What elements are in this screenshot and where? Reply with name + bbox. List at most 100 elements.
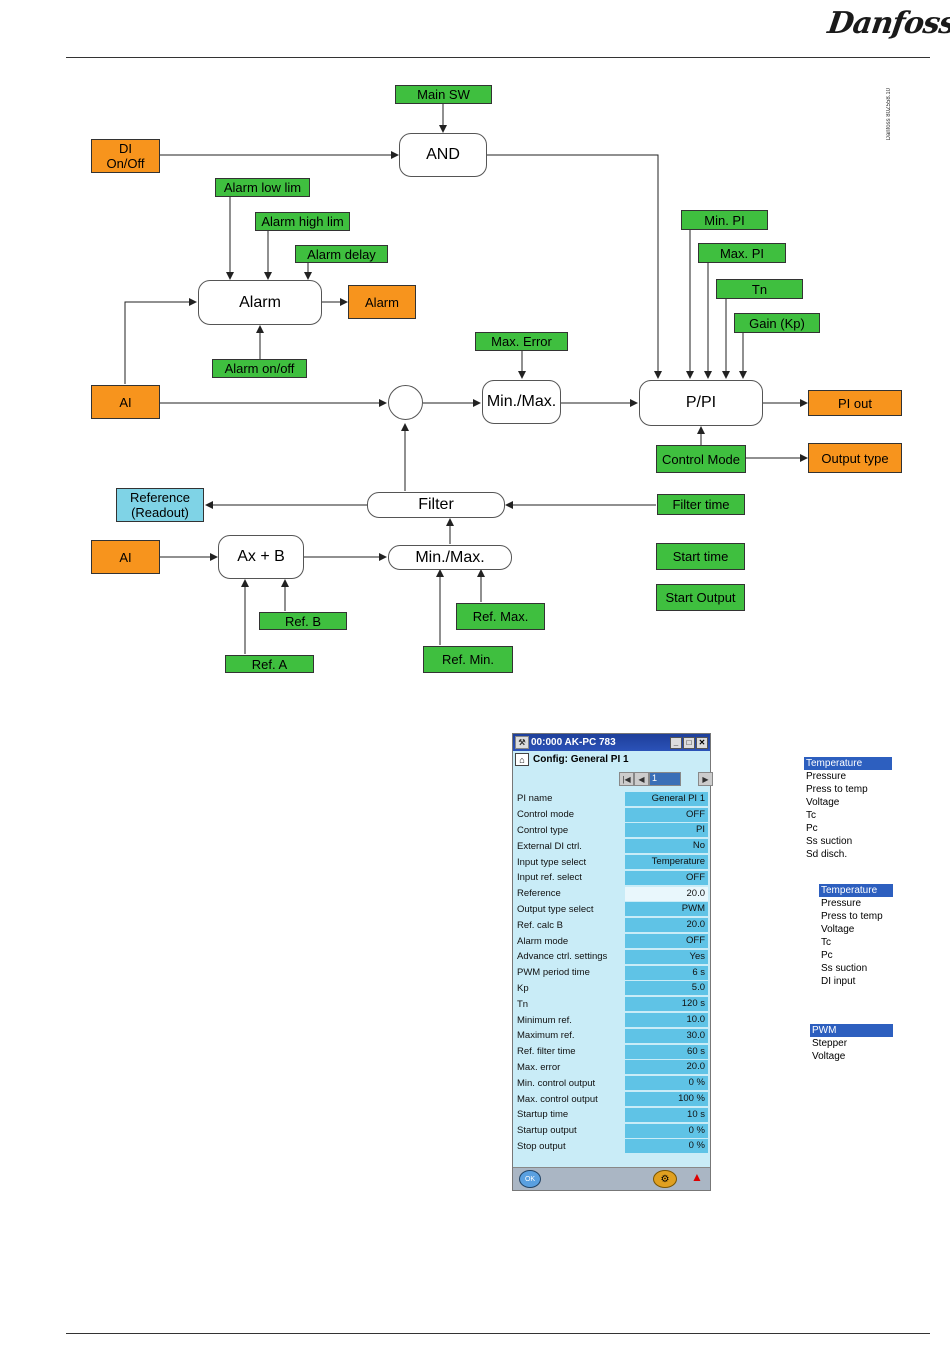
option-item[interactable]: Voltage: [812, 1051, 846, 1062]
parameter-value[interactable]: Yes: [625, 949, 708, 964]
ref-a-box: Ref. A: [225, 655, 314, 673]
option-item[interactable]: Tc: [821, 937, 831, 948]
parameter-value[interactable]: 0 %: [625, 1123, 708, 1138]
parameter-label: Min. control output: [517, 1077, 596, 1089]
option-item[interactable]: Temperature: [804, 757, 892, 770]
config-header: ⌂ Config: General PI 1: [513, 751, 710, 768]
prev-page-button[interactable]: ◀: [634, 772, 649, 786]
tool-icon[interactable]: ⚒: [515, 736, 529, 749]
option-item[interactable]: Stepper: [812, 1038, 848, 1049]
parameter-value[interactable]: PWM: [625, 902, 708, 917]
parameter-row[interactable]: Min. control output 0 %: [515, 1075, 708, 1091]
option-item[interactable]: Pressure: [821, 898, 862, 909]
option-item[interactable]: DI input: [821, 976, 856, 987]
option-item[interactable]: Pressure: [806, 771, 847, 782]
parameter-label: Stop output: [517, 1140, 566, 1152]
next-page-button[interactable]: ▶: [698, 772, 713, 786]
parameter-value[interactable]: 120 s: [625, 997, 708, 1012]
parameter-label: Input ref. select: [517, 872, 582, 884]
window-title: 00:000 AK-PC 783: [531, 737, 616, 748]
parameter-value[interactable]: 30.0: [625, 1028, 708, 1043]
parameter-value[interactable]: 6 s: [625, 965, 708, 980]
spacer: [681, 772, 698, 786]
maximize-button[interactable]: □: [683, 736, 695, 749]
parameter-row[interactable]: Input type select Temperature: [515, 854, 708, 870]
parameter-row[interactable]: Minimum ref. 10.0: [515, 1012, 708, 1028]
parameter-value[interactable]: PI: [625, 823, 708, 838]
wrench-icon[interactable]: ⚙: [653, 1170, 677, 1188]
close-button[interactable]: ✕: [696, 736, 708, 749]
parameter-value[interactable]: 0 %: [625, 1139, 708, 1154]
parameter-row[interactable]: Max. control output 100 %: [515, 1091, 708, 1107]
alarm-bell-icon[interactable]: ▲: [691, 1170, 703, 1184]
parameter-value[interactable]: 10.0: [625, 1013, 708, 1028]
option-item[interactable]: Pc: [821, 950, 833, 961]
option-item[interactable]: Pc: [806, 823, 818, 834]
page-field[interactable]: 1: [649, 772, 681, 786]
parameter-label: Control type: [517, 824, 569, 836]
parameter-row[interactable]: Stop output 0 %: [515, 1139, 708, 1155]
parameter-value[interactable]: No: [625, 839, 708, 854]
parameter-value[interactable]: 20.0: [625, 918, 708, 933]
parameter-value[interactable]: 0 %: [625, 1076, 708, 1091]
ref-max-box: Ref. Max.: [456, 603, 545, 630]
min-max-2-node: Min./Max.: [388, 545, 512, 570]
parameter-row[interactable]: Input ref. select OFF: [515, 870, 708, 886]
option-item[interactable]: Sd disch.: [806, 849, 848, 860]
parameter-value[interactable]: 100 %: [625, 1092, 708, 1107]
parameter-label: Max. control output: [517, 1093, 598, 1105]
alarm-node: Alarm: [198, 280, 322, 325]
parameter-value[interactable]: 20.0: [625, 1060, 708, 1075]
ai-input-box: AI: [91, 385, 160, 419]
ok-button[interactable]: OK: [519, 1170, 541, 1188]
option-item[interactable]: Ss suction: [821, 963, 868, 974]
option-item[interactable]: Tc: [806, 810, 816, 821]
main-sw-box: Main SW: [395, 85, 492, 104]
option-item[interactable]: Press to temp: [821, 911, 883, 922]
parameter-value[interactable]: OFF: [625, 870, 708, 885]
parameter-value[interactable]: 10 s: [625, 1107, 708, 1122]
option-item[interactable]: PWM: [810, 1024, 893, 1037]
parameter-label: Control mode: [517, 809, 575, 821]
filter-node: Filter: [367, 492, 505, 518]
parameter-label: Input type select: [517, 856, 587, 868]
parameter-row[interactable]: Maximum ref.30.0: [515, 1028, 708, 1044]
parameter-value[interactable]: 20.0: [625, 886, 708, 901]
summing-junction: [388, 385, 423, 420]
minimize-button[interactable]: _: [670, 736, 682, 749]
parameter-value[interactable]: General PI 1: [625, 791, 708, 806]
config-title: Config: General PI 1: [533, 754, 629, 765]
first-page-button[interactable]: |◀: [619, 772, 634, 786]
option-item[interactable]: Voltage: [821, 924, 855, 935]
option-item[interactable]: Voltage: [806, 797, 840, 808]
home-icon[interactable]: ⌂: [515, 753, 529, 766]
option-item[interactable]: Ss suction: [806, 836, 853, 847]
parameter-row[interactable]: Control mode OFF: [515, 807, 708, 823]
parameter-label: Minimum ref.: [517, 1014, 572, 1026]
parameter-value[interactable]: OFF: [625, 807, 708, 822]
ax-plus-b-node: Ax + B: [218, 535, 304, 579]
option-item[interactable]: Press to temp: [806, 784, 868, 795]
option-item[interactable]: Temperature: [819, 884, 893, 897]
parameter-value[interactable]: Temperature: [625, 855, 708, 870]
parameter-row[interactable]: Control type PI: [515, 823, 708, 839]
parameter-value[interactable]: 60 s: [625, 1044, 708, 1059]
parameter-row[interactable]: External DI ctrl.No: [515, 838, 708, 854]
parameter-value[interactable]: 5.0: [625, 981, 708, 996]
reference-readout-box: Reference (Readout): [116, 488, 204, 522]
parameter-value[interactable]: OFF: [625, 934, 708, 949]
